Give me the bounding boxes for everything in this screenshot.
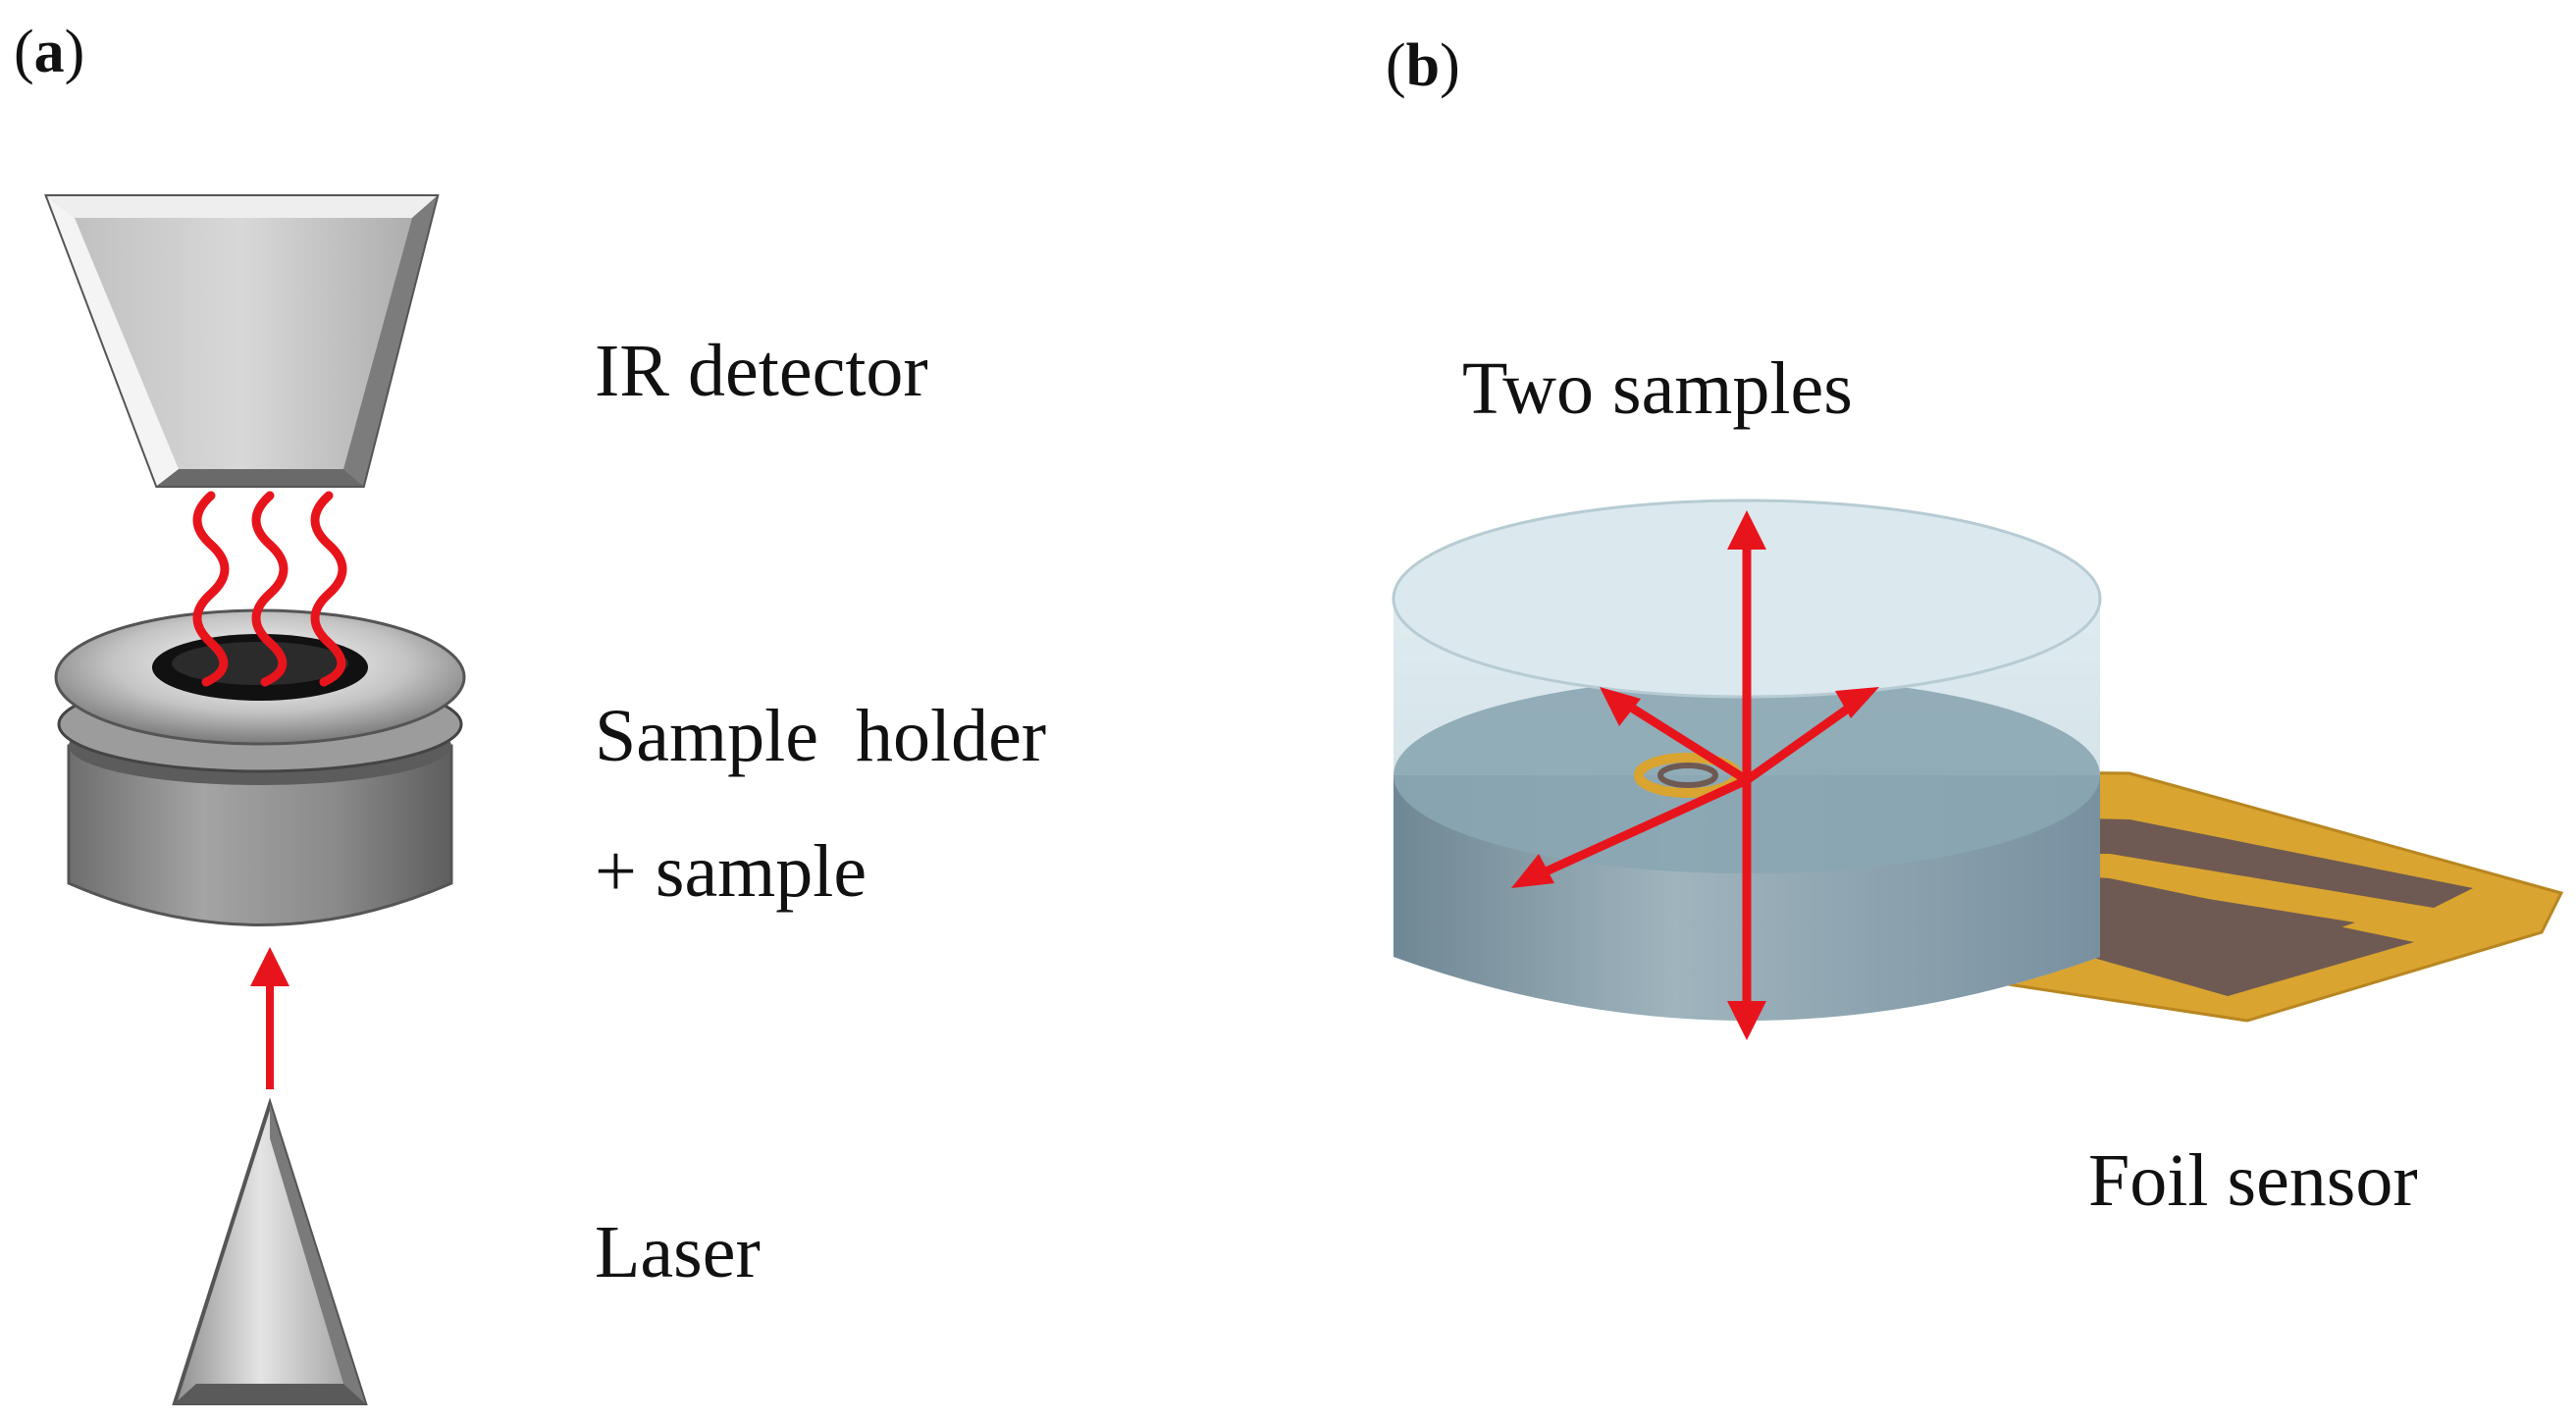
panel-b-paren-open: ( <box>1386 32 1406 99</box>
sample-holder-label: Sample holder <box>595 695 1047 777</box>
foil-sensor-label: Foil sensor <box>2088 1139 2418 1222</box>
ir-detector-shape <box>44 194 440 488</box>
panel-a-paren-close: ) <box>64 19 85 85</box>
two-samples-label: Two samples <box>1462 347 1853 430</box>
heat-waves-icon <box>192 491 347 687</box>
sample-label: + sample <box>595 830 867 913</box>
panel-a-label: (a) <box>14 22 84 82</box>
panel-b-letter: b <box>1405 32 1441 99</box>
laser-label: Laser <box>595 1211 761 1293</box>
panel-a-letter: a <box>33 19 65 85</box>
laser-shape <box>172 1097 368 1405</box>
ir-detector-label: IR detector <box>595 330 928 412</box>
heat-spread-arrows <box>1526 530 1869 1030</box>
panel-b-paren-close: ) <box>1440 32 1460 99</box>
panel-a-paren-open: ( <box>14 19 34 85</box>
arrow-heads <box>1511 510 1879 1040</box>
laser-beam-arrow <box>250 947 289 1089</box>
sample-holder-shape <box>54 608 466 926</box>
panel-b-label: (b) <box>1386 35 1460 96</box>
